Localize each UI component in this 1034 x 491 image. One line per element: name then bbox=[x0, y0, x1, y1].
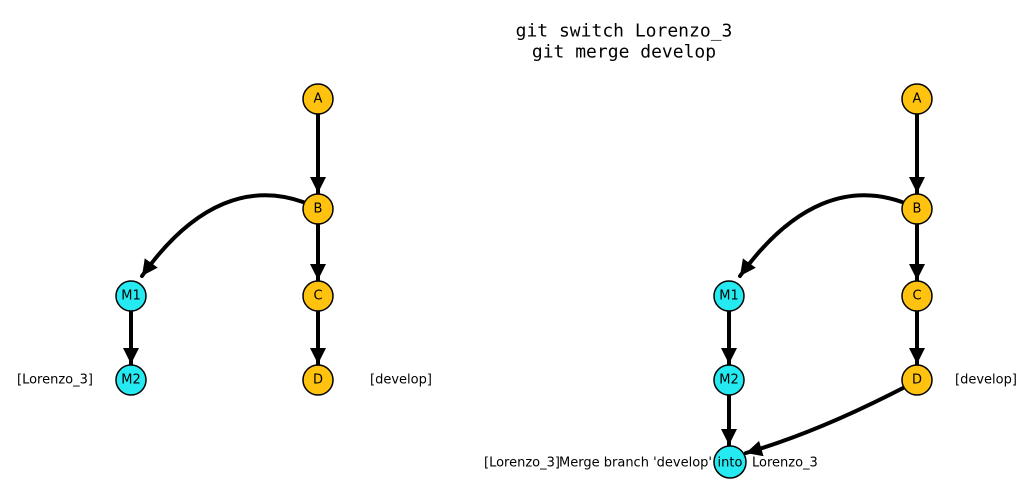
left-commit-label-d: D bbox=[313, 373, 323, 388]
right-branch-label-develop: [develop] bbox=[955, 373, 1017, 388]
merge-message-before: Merge branch 'develop' bbox=[559, 456, 712, 471]
right-commit-label-m2: M2 bbox=[719, 373, 739, 388]
left-commit-label-c: C bbox=[313, 289, 322, 304]
left-branch-label-develop: [develop] bbox=[370, 373, 432, 388]
right-commit-node-c bbox=[901, 280, 933, 312]
right-merge-commit-node bbox=[713, 445, 747, 479]
right-commit-node-m1 bbox=[713, 280, 745, 312]
right-commit-node-d bbox=[901, 364, 933, 396]
left-commit-node-b bbox=[302, 193, 334, 225]
right-branch-label-lorenzo3: [Lorenzo_3] bbox=[484, 456, 560, 471]
merge-message-inside-node: into bbox=[718, 456, 743, 471]
right-commit-label-b: B bbox=[913, 202, 922, 217]
right-commit-label-m1: M1 bbox=[719, 289, 739, 304]
right-commit-node-a bbox=[901, 83, 933, 115]
right-commit-label-a: A bbox=[913, 92, 922, 107]
right-commit-node-b bbox=[901, 193, 933, 225]
left-commit-node-d bbox=[302, 364, 334, 396]
right-commit-label-d: D bbox=[912, 373, 922, 388]
right-commit-node-m2 bbox=[713, 364, 745, 396]
right-edge-b-to-m1-arrow bbox=[738, 193, 904, 278]
left-edge-b-to-m1-arrow bbox=[140, 193, 305, 278]
left-commit-label-m2: M2 bbox=[121, 373, 141, 388]
left-commit-node-m2 bbox=[115, 364, 147, 396]
left-commit-node-c bbox=[302, 280, 334, 312]
figure-title-line-1: git switch Lorenzo_3 bbox=[516, 21, 733, 42]
figure-title-line-2: git merge develop bbox=[532, 42, 716, 63]
right-edge-d-to-merge-arrow bbox=[744, 386, 905, 457]
left-commit-node-a bbox=[302, 83, 334, 115]
left-commit-label-b: B bbox=[314, 202, 323, 217]
right-commit-label-c: C bbox=[912, 289, 921, 304]
left-commit-label-a: A bbox=[314, 92, 323, 107]
left-commit-node-m1 bbox=[115, 280, 147, 312]
right-graph: A B C D M1 M2 Merge branch 'develop' int… bbox=[484, 83, 1017, 479]
left-commit-label-m1: M1 bbox=[121, 289, 141, 304]
left-branch-label-lorenzo3: [Lorenzo_3] bbox=[17, 373, 93, 388]
merge-message-after: Lorenzo_3 bbox=[752, 456, 818, 471]
left-graph: A B C D M1 M2 [Lorenzo_3] [develop] bbox=[17, 83, 432, 396]
